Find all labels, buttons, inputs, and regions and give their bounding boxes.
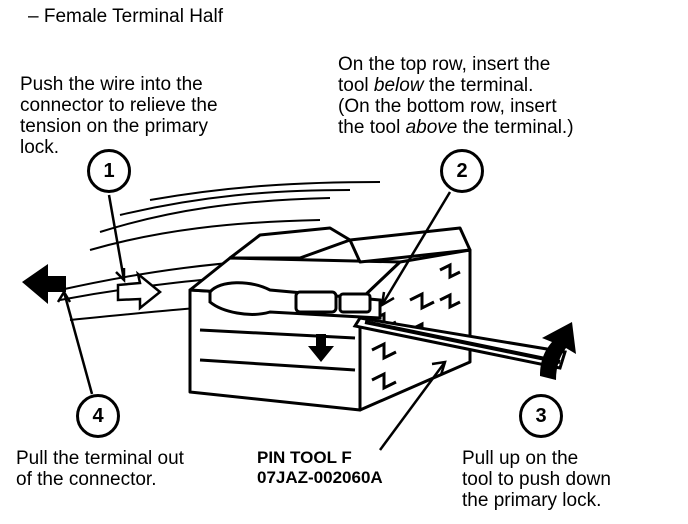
step-3-instruction: Pull up on the tool to push down the pri… (462, 448, 611, 511)
lock-down-arrow (308, 334, 334, 362)
step-2-text: the terminal.) (457, 117, 574, 138)
step-4-line: of the connector. (16, 469, 157, 490)
step-4-instruction: Pull the terminal out of the connector. (16, 448, 184, 490)
step-1-line: lock. (20, 137, 60, 158)
step-1-badge: 1 (87, 149, 131, 193)
step-2-line: tool below the terminal. (338, 75, 574, 96)
step-2-emphasis: below (373, 75, 424, 96)
step-3-line: Pull up on the (462, 448, 579, 469)
step-1-line: tension on the primary (20, 116, 208, 137)
leader-lines (56, 191, 452, 451)
step-2-badge: 2 (440, 149, 484, 193)
step-1-instruction: Push the wire into the connector to reli… (20, 74, 218, 158)
pin-tool-part-number: 07JAZ-002060A (257, 468, 383, 487)
pin-tool-label: PIN TOOL F 07JAZ-002060A (257, 448, 383, 488)
diagram-title: – Female Terminal Half (28, 6, 224, 27)
step-1-line: Push the wire into the (20, 74, 203, 95)
step-2-text: the tool (338, 117, 406, 138)
connector-housing (188, 226, 472, 412)
step-2-line: the tool above the terminal.) (338, 117, 574, 138)
step-4-line: Pull the terminal out (16, 448, 184, 469)
pull-up-arrow (540, 322, 576, 380)
step-3-line: the primary lock. (462, 490, 602, 511)
step-2-line: On the top row, insert the (338, 54, 551, 75)
step-3-badge: 3 (519, 394, 563, 438)
pin-tool (352, 316, 567, 370)
step-4-badge: 4 (76, 394, 120, 438)
push-arrow (116, 270, 162, 311)
pull-out-arrow (22, 264, 66, 304)
step-2-instruction: On the top row, insert the tool below th… (338, 54, 574, 138)
female-terminal (208, 281, 382, 320)
step-2-text: the terminal. (423, 75, 534, 96)
step-2-emphasis: above (405, 117, 458, 138)
step-2-line: (On the bottom row, insert (338, 96, 557, 117)
pin-tool-name: PIN TOOL F (257, 448, 352, 467)
step-3-line: tool to push down (462, 469, 611, 490)
step-2-text: tool (338, 75, 374, 96)
step-1-line: connector to relieve the (20, 95, 218, 116)
